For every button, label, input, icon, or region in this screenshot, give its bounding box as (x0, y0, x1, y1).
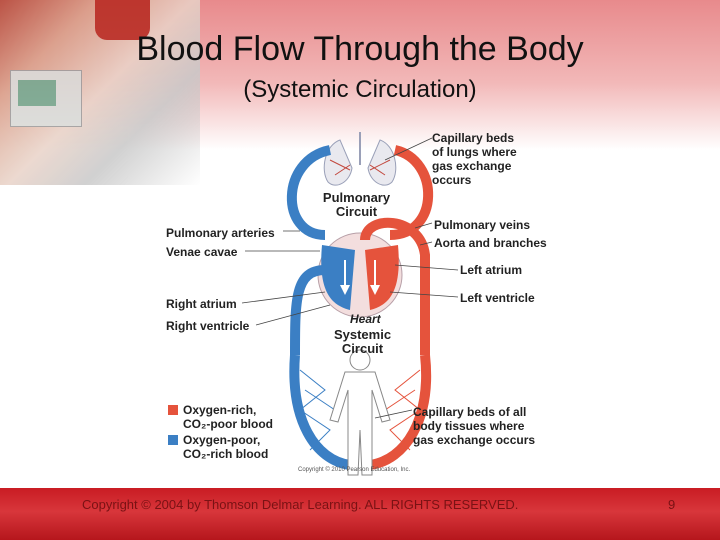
body-capillary-network (299, 369, 421, 451)
corner-photo (0, 0, 200, 185)
left-atrium-label: Left atrium (460, 263, 523, 277)
human-figure (329, 349, 391, 476)
left-ventricle-label: Left ventricle (460, 291, 535, 305)
legend-label-oxygen-rich: Oxygen-rich, CO₂-poor blood (183, 403, 273, 431)
pulmonary-artery-vessel (286, 145, 332, 240)
right-atrium-label: Right atrium (166, 297, 237, 311)
aorta-vessel (360, 217, 430, 355)
systemic-supply-vessel (369, 354, 432, 470)
lungs-capillary-beds (323, 132, 397, 186)
pill-bottle-image (95, 0, 150, 40)
capillary-lungs-label: Capillary beds of lungs where gas exchan… (432, 131, 517, 187)
figure-credit: Copyright © 2010 Pearson Education, Inc. (298, 467, 411, 473)
page-number: 9 (668, 497, 676, 512)
pulmonary-circuit-label: Pulmonary Circuit (322, 190, 391, 219)
venae-cavae-label: Venae cavae (166, 245, 238, 259)
legend-swatch-oxygen-poor (168, 435, 178, 445)
pulmonary-veins-label: Pulmonary veins (434, 218, 531, 232)
slide-title: Blood Flow Through the Body (136, 30, 584, 68)
circulation-diagram (241, 132, 459, 476)
legend-label-oxygen-poor: Oxygen-poor, CO₂-rich blood (183, 433, 269, 461)
heart-label: Heart (350, 312, 381, 326)
right-ventricle-label: Right ventricle (166, 319, 250, 333)
pulmonary-arteries-label: Pulmonary arteries (166, 226, 275, 240)
heart (317, 232, 403, 318)
footer-bar (0, 488, 720, 540)
monitor-screen (18, 80, 56, 106)
aorta-label: Aorta and branches (434, 236, 547, 250)
leader-lines (241, 137, 459, 419)
legend-swatch-oxygen-rich (168, 405, 178, 415)
systemic-return-vessel (289, 354, 351, 470)
venae-cavae-vessel (290, 265, 326, 356)
footer-copyright: Copyright © 2004 by Thomson Delmar Learn… (82, 497, 519, 512)
slide-subtitle: (Systemic Circulation) (243, 76, 477, 103)
systemic-circuit-label: Systemic Circuit (333, 327, 392, 356)
capillary-body-label: Capillary beds of all body tissues where… (413, 405, 536, 447)
